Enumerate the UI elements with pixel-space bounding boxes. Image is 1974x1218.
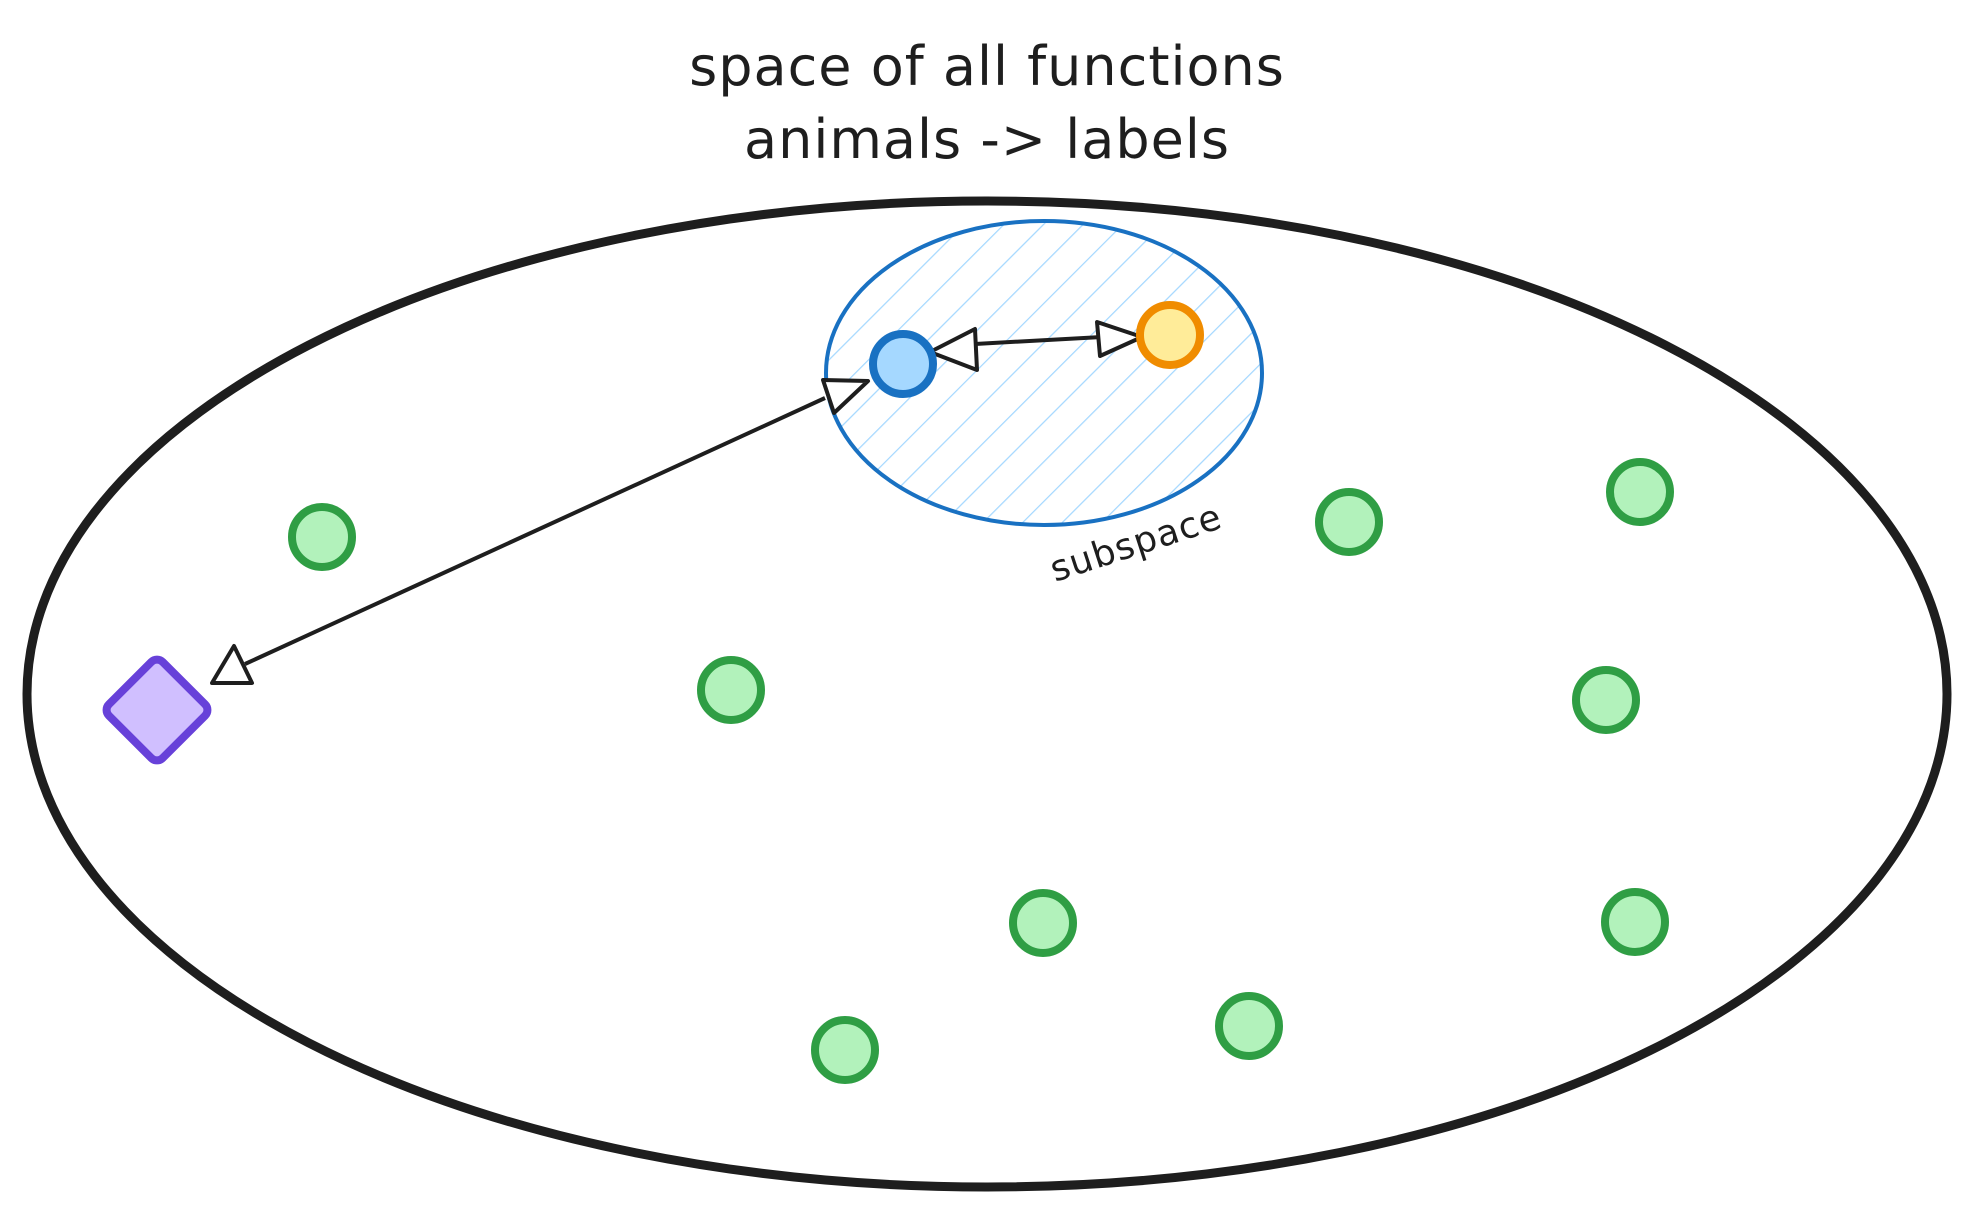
green-circle-icon [697, 656, 765, 724]
arrowhead-diamond-side-icon [210, 644, 254, 685]
subspace-ellipse [824, 219, 1264, 527]
green-circle-icon [1009, 889, 1077, 957]
green-circle-icon [288, 503, 356, 571]
green-circle-icon [811, 1016, 879, 1084]
green-circle-icon [1215, 992, 1283, 1060]
green-circle-icon [1315, 488, 1383, 556]
arrowhead-left-icon [928, 327, 979, 372]
green-circle-icon [1601, 888, 1669, 956]
title-line-2: animals -> labels [744, 108, 1230, 171]
yellow-circle-icon [1136, 301, 1204, 369]
arrowhead-right-icon [1095, 320, 1144, 358]
purple-diamond-icon [102, 655, 212, 765]
green-circle-icon [1572, 666, 1640, 734]
function-space-ellipse [22, 196, 1952, 1192]
arrowhead-blue-side-icon [821, 378, 870, 415]
green-circle-icon [1606, 458, 1674, 526]
arrow-blue-yellow [928, 320, 1144, 372]
green-points [288, 458, 1674, 1084]
blue-circle-icon [869, 330, 937, 398]
title-line-1: space of all functions [689, 35, 1285, 98]
arrow-diamond-blue [210, 378, 870, 685]
